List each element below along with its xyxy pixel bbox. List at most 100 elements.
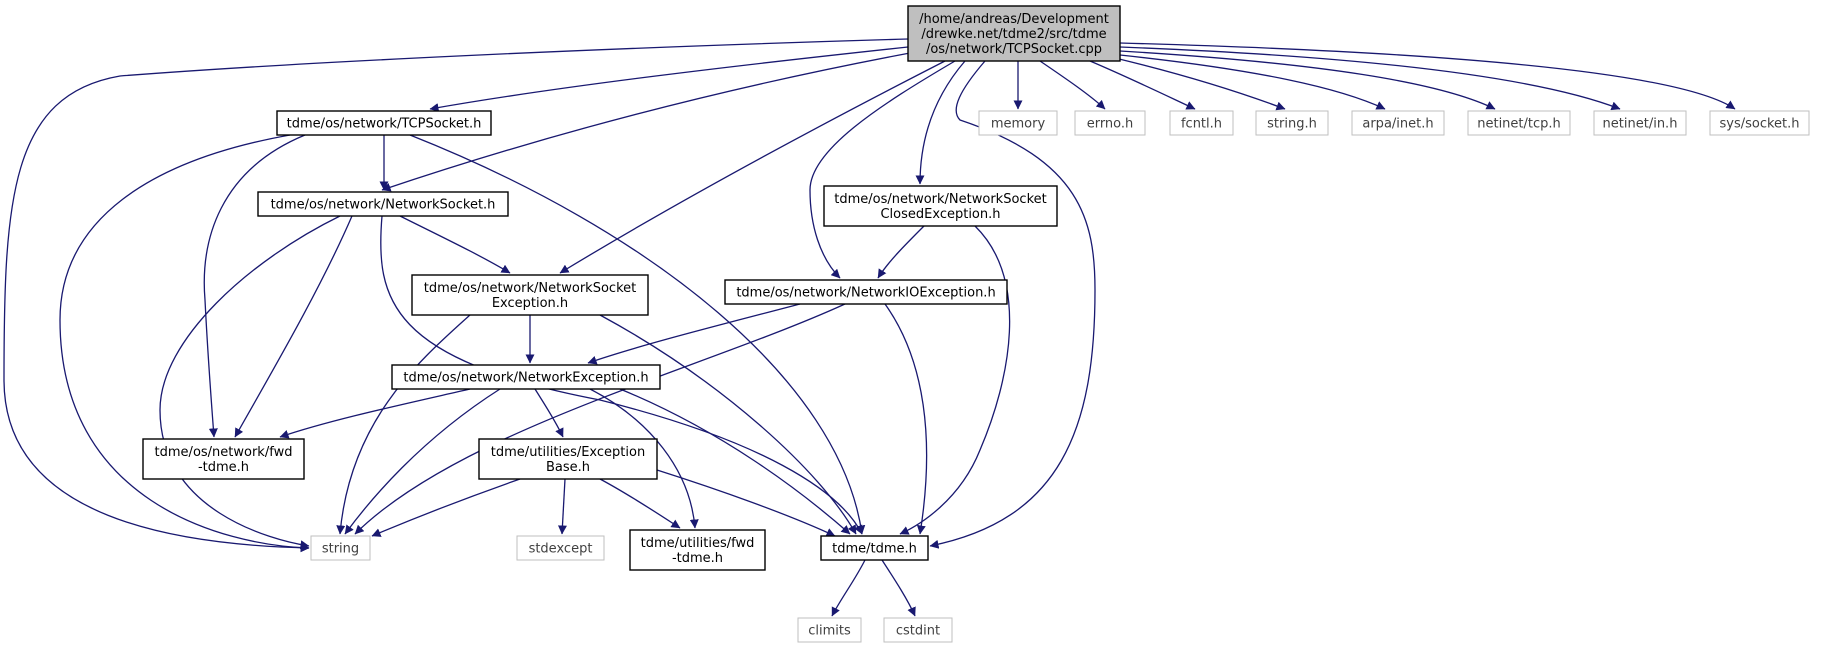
node-label-line: ClosedException.h [880,207,1000,222]
edge-tdme_h-to-cstdint [881,559,916,617]
node-label-line: tdme/os/network/NetworkSocket [834,192,1046,207]
node-label-line: /os/network/TCPSocket.cpp [926,42,1102,57]
edge-nsclosed_h-to-nioexception_h [877,225,925,279]
edge-networksocket_h-to-nsexception_h [399,215,511,274]
edge-tcpsocket_h-to-tdme_h [409,134,866,535]
node-box [276,110,492,136]
edge-tdme_h-to-climits [831,559,866,617]
node-climits: climits [797,617,862,643]
node-box [883,617,953,643]
node-label-line: /home/andreas/Development [919,12,1109,27]
node-box [1593,110,1687,136]
node-box [1169,110,1234,136]
edge-root-to-nioexception_h [809,60,956,279]
node-box [257,191,509,217]
node-box [907,5,1121,62]
node-box [724,279,1008,305]
node-fcntl-h: fcntl.h [1169,110,1234,136]
edge-networksocket_h-to-netfwd_h [234,215,353,438]
node-root[interactable]: /home/andreas/Development/drewke.net/tdm… [907,5,1121,62]
node-label-line: fcntl.h [1181,117,1222,132]
edge-root-to-fcntl_h [1089,60,1196,110]
node-netfwd-h[interactable]: tdme/os/network/fwd-tdme.h [142,438,305,480]
node-nioexception-h[interactable]: tdme/os/network/NetworkIOException.h [724,279,1008,305]
node-label-line: tdme/utilities/Exception [491,445,645,460]
node-label-line: Exception.h [492,296,568,311]
node-label-line: netinet/in.h [1603,117,1678,132]
node-nsclosed-h[interactable]: tdme/os/network/NetworkSocketClosedExcep… [823,185,1058,227]
node-box [310,535,371,561]
node-box [142,438,305,480]
node-label-line: stdexcept [529,542,593,557]
node-box [1255,110,1329,136]
nodes-layer: /home/andreas/Development/drewke.net/tdm… [142,5,1810,643]
node-label-line: string.h [1267,117,1317,132]
edge-nsexception_h-to-string [336,314,471,535]
edge-root-to-string [3,38,909,553]
node-errno-h: errno.h [1074,110,1146,136]
node-netinet-in-h: netinet/in.h [1593,110,1687,136]
node-label-line: tdme/os/network/NetworkIOException.h [736,286,995,301]
node-label-line: arpa/inet.h [1362,117,1433,132]
node-label-line: /drewke.net/tdme2/src/tdme [921,27,1106,42]
edge-nsclosed_h-to-tdme_h [899,225,1011,535]
node-label-line: sys/socket.h [1719,117,1799,132]
edge-root-to-string_h [1114,57,1286,111]
node-label-line: netinet/tcp.h [1477,117,1561,132]
node-label-line: tdme/os/network/TCPSocket.h [287,117,482,132]
edge-root-to-networksocket_h [381,52,911,192]
edge-exceptionbase_h-to-string [371,478,521,537]
edge-root-to-nsclosed_h [915,60,966,185]
node-box [820,535,929,561]
edge-nsexception_h-to-tdme_h [599,314,857,535]
edge-exceptionbase_h-to-utilfwd_h [599,478,681,529]
node-sys-socket-h: sys/socket.h [1709,110,1810,136]
node-box [516,535,605,561]
edge-networksocket_h-to-tdme_h [380,215,863,535]
node-networksocket-h[interactable]: tdme/os/network/NetworkSocket.h [257,191,509,217]
node-utilfwd-h[interactable]: tdme/utilities/fwd-tdme.h [629,529,766,571]
node-label-line: tdme/os/network/NetworkSocket.h [271,198,496,213]
edge-nexception_h-to-string [344,388,501,535]
node-stdexcept: stdexcept [516,535,605,561]
node-label-line: tdme/utilities/fwd [641,536,755,551]
node-tdme-h[interactable]: tdme/tdme.h [820,535,929,561]
edge-nioexception_h-to-nexception_h [587,303,801,365]
node-string-h: string.h [1255,110,1329,136]
edge-networksocket_h-to-string [159,215,341,550]
node-label-line: -tdme.h [198,460,249,475]
node-label-line: cstdint [896,624,940,639]
edge-exceptionbase_h-to-tdme_h [656,469,836,537]
edge-root-to-netinet_tcp_h [1119,50,1496,110]
node-memory: memory [978,110,1058,136]
edge-root-to-netinet_in_h [1119,46,1621,111]
edge-tcpsocket_h-to-netfwd_h [203,134,306,438]
edge-root-to-arpa_inet_h [1119,54,1386,110]
node-box [978,110,1058,136]
node-box [629,529,766,571]
node-label-line: Base.h [546,460,590,475]
edge-exceptionbase_h-to-stdexcept [557,478,567,535]
edge-nioexception_h-to-tdme_h [884,303,928,535]
edge-nexception_h-to-utilfwd_h [589,388,699,529]
node-box [1074,110,1146,136]
node-label-line: memory [991,117,1046,132]
node-box [478,438,658,480]
node-arpa-inet-h: arpa/inet.h [1351,110,1445,136]
node-label-line: climits [808,624,851,639]
node-box [1467,110,1571,136]
node-box [391,364,661,390]
edge-tcpsocket_h-to-string [59,134,310,553]
node-box [411,274,649,316]
node-label-line: -tdme.h [672,551,723,566]
node-tcpsocket-h[interactable]: tdme/os/network/TCPSocket.h [276,110,492,136]
node-nexception-h[interactable]: tdme/os/network/NetworkException.h [391,364,661,390]
edge-root-to-tcpsocket_h [429,46,909,112]
edge-nioexception_h-to-string [354,303,846,535]
edge-nexception_h-to-tdme_h [619,388,851,535]
node-box [797,617,862,643]
node-box [823,185,1058,227]
